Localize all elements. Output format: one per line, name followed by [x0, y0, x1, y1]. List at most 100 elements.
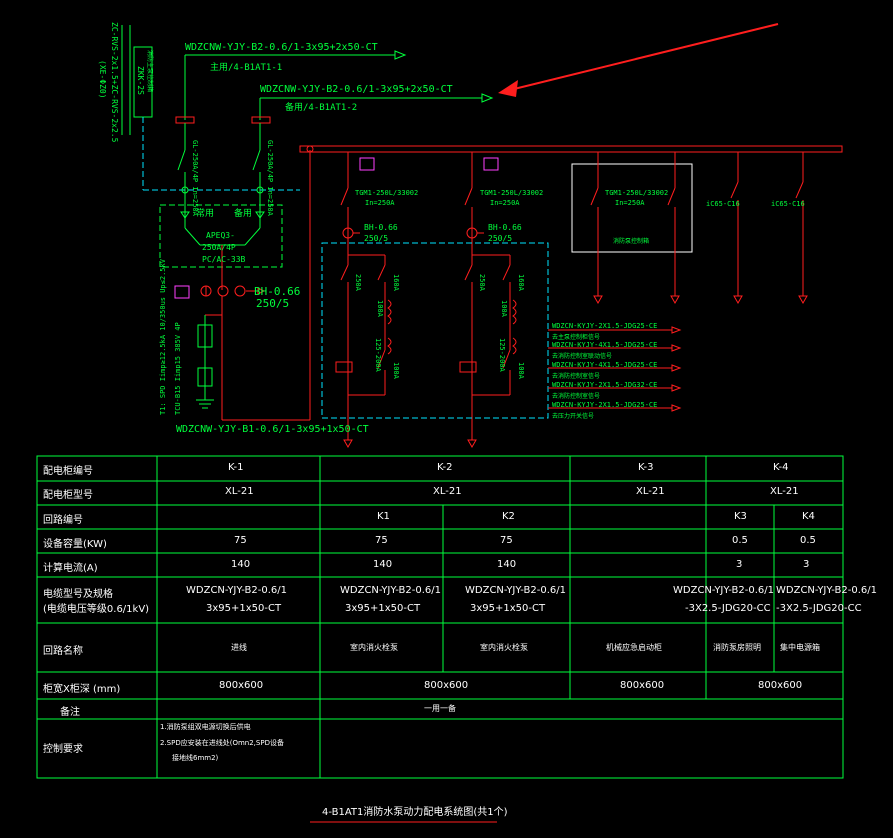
k1-contactor-a: 250A — [354, 274, 362, 292]
ct1-label: BH-0.66 — [364, 223, 398, 232]
tgm1-label: TGM1-250L/33002 — [355, 189, 418, 197]
feeder-k1 — [335, 152, 392, 449]
row-label-cable: 电缆型号及规格 — [43, 589, 113, 600]
row-label-cabinet-no: 配电柜编号 — [43, 466, 93, 477]
breaker-r-label: GL-250A/4P In=250A — [266, 140, 274, 217]
k2-contactor-a: 250A — [478, 274, 486, 292]
circuit-name-k4a: 消防泵房照明 — [713, 643, 761, 652]
control-note-2: 2.SPD应安装在进线处(Omn2,SPD设备 — [160, 739, 284, 747]
ctrl-cable-2: WDZCN-KYJY-4X1.5-JDG25-CE — [552, 341, 657, 349]
main-feed-label: 主用/4-B1AT1-1 — [210, 61, 282, 73]
control-cable-arrows — [548, 326, 682, 412]
main-ct — [174, 285, 266, 299]
row-label-size: 柜宽X柜深 (mm) — [43, 684, 121, 695]
row-label-remark: 备注 — [60, 707, 80, 718]
k2-contactor-b: 160A — [517, 274, 525, 292]
incoming-breakers — [175, 116, 271, 215]
circuit-name-k2: 室内消火栓泵 — [480, 643, 528, 652]
cabinet-model-k4: XL-21 — [770, 486, 799, 497]
backup-feed-label: 备用/4-B1AT1-2 — [285, 101, 357, 113]
ctrl-cable-3: WDZCN-KYJY-4X1.5-JDG25-CE — [552, 361, 657, 369]
k2-contactor-c: 100A — [500, 300, 508, 318]
size-k1: 800x600 — [219, 680, 264, 691]
cable-k2-2: 3x95+1x50-CT — [470, 603, 546, 614]
tgm3-label: TGM1-250L/33002 — [605, 189, 668, 197]
left-vertical-label-2: (XE-ΦZ0) — [98, 60, 107, 99]
k1-thermal: 125-200A — [374, 338, 382, 373]
cable-k1-2: 3x95+1x50-CT — [345, 603, 421, 614]
k2-thermal: 125-200A — [498, 338, 506, 373]
size-k2: 800x600 — [424, 680, 469, 691]
feeder-k4 — [730, 152, 808, 305]
remark-value: 一用一备 — [424, 704, 456, 713]
left-box-label: ZKK-2S — [136, 66, 145, 95]
atse-rating-label: 250A/4P — [202, 243, 236, 252]
feeder-k2 — [459, 152, 517, 449]
cable-k2-1: WDZCN-YJY-B2-0.6/1 — [465, 585, 567, 596]
ctrl-cable-5: WDZCN-KYJY-2X1.5-JDG25-CE — [552, 401, 657, 409]
atse-type-label: PC/AC-33B — [202, 255, 246, 264]
spd-label: T1: SPD Iimp≥12.5kA 10/350us Up≤2.5kV — [159, 258, 167, 415]
ctrl-cable-4: WDZCN-KYJY-2X1.5-JDG32-CE — [552, 381, 657, 389]
cabinet-model-k3: XL-21 — [636, 486, 665, 497]
capacity-k2: 75 — [500, 535, 513, 546]
circuit-name-k3: 机械应急启动柜 — [606, 643, 662, 652]
control-note-1: 1.消防泵组双电源切换后供电 — [160, 723, 251, 731]
schematic-labels: WDZCNW-YJY-B2-0.6/1-3x95+2x50-CT 主用/4-B1… — [98, 22, 805, 435]
capacity-k4: 0.5 — [800, 535, 816, 546]
current-k1: 140 — [373, 559, 393, 570]
circuit-name-k4b: 集中电源箱 — [780, 643, 820, 652]
ct1-ratio: 250/5 — [364, 234, 388, 243]
atse-main-label: 常用 — [196, 207, 214, 219]
row-label-current: 计算电流(A) — [43, 563, 98, 574]
ctrl-cable-2-desc: 去消防控制室联动信号 — [552, 352, 612, 360]
ctrl-cable-4-desc: 去消防控制室信号 — [552, 392, 600, 400]
cabinet-no-k1: K-1 — [228, 462, 244, 473]
main-cable-label: WDZCNW-YJY-B2-0.6/1-3x95+2x50-CT — [185, 42, 378, 53]
feeder-k3 — [571, 152, 693, 305]
backup-cable-label: WDZCNW-YJY-B2-0.6/1-3x95+2x50-CT — [260, 84, 453, 95]
circuit-name-k1: 室内消火栓泵 — [350, 643, 398, 652]
breaker-l-label: GL-250A/4P In=250A — [191, 140, 199, 217]
schedule-table-grid — [36, 455, 844, 779]
ctrl-cable-5-desc: 去压力开关信号 — [552, 412, 594, 420]
cable-k4-1: WDZCN-YJY-B2-0.6/1 — [776, 585, 878, 596]
atse-backup-label: 备用 — [234, 207, 252, 219]
circuit-name-in: 进线 — [231, 643, 247, 652]
tgm2-label: TGM1-250L/33002 — [480, 189, 543, 197]
size-k3: 800x600 — [620, 680, 665, 691]
cabinet-no-k2: K-2 — [437, 462, 453, 473]
c16-label-2: iC65-C16 — [771, 200, 805, 208]
ct2-label: BH-0.66 — [488, 223, 522, 232]
cable-k4-2: -3X2.5-JDG20-CC — [776, 603, 862, 614]
ct-main-label-2: 250/5 — [256, 297, 289, 310]
feeder-lines — [184, 50, 494, 120]
row-label-circuit-no: 回路编号 — [43, 515, 83, 526]
capacity-k3: 0.5 — [732, 535, 748, 546]
ctrl-cable-1: WDZCN-KYJY-2X1.5-JDG25-CE — [552, 322, 657, 330]
ct-main-label: BH-0.66 — [254, 285, 300, 298]
circuit-no-k3: K3 — [734, 511, 747, 522]
tgm3-note: 消防泵控制箱 — [613, 237, 649, 245]
tgm1-rating: In=250A — [365, 199, 395, 207]
annotation-arrow — [498, 23, 779, 97]
row-label-cabinet-model: 配电柜型号 — [43, 490, 93, 501]
left-control-box — [121, 25, 300, 191]
ctrl-cable-3-desc: 去消防控制室信号 — [552, 372, 600, 380]
cabinet-no-k4: K-4 — [773, 462, 789, 473]
row-label-control: 控制要求 — [43, 744, 83, 755]
left-box-label-2: 消防主泵控制箱 — [146, 50, 154, 92]
atse-box — [159, 204, 283, 290]
cabinet-model-k1: XL-21 — [225, 486, 254, 497]
atse-model-label: APEQ3- — [206, 231, 235, 240]
feeder-dashed-box — [321, 242, 549, 419]
cable-k1-1: WDZCN-YJY-B2-0.6/1 — [340, 585, 442, 596]
k1-contactor-d: 100A — [392, 362, 400, 380]
cabinet-model-k2: XL-21 — [433, 486, 462, 497]
current-k4: 3 — [803, 559, 810, 570]
capacity-k1: 75 — [375, 535, 388, 546]
cabinet-no-k3: K-3 — [638, 462, 654, 473]
ct2-ratio: 250/5 — [488, 234, 512, 243]
busbar — [299, 145, 843, 153]
